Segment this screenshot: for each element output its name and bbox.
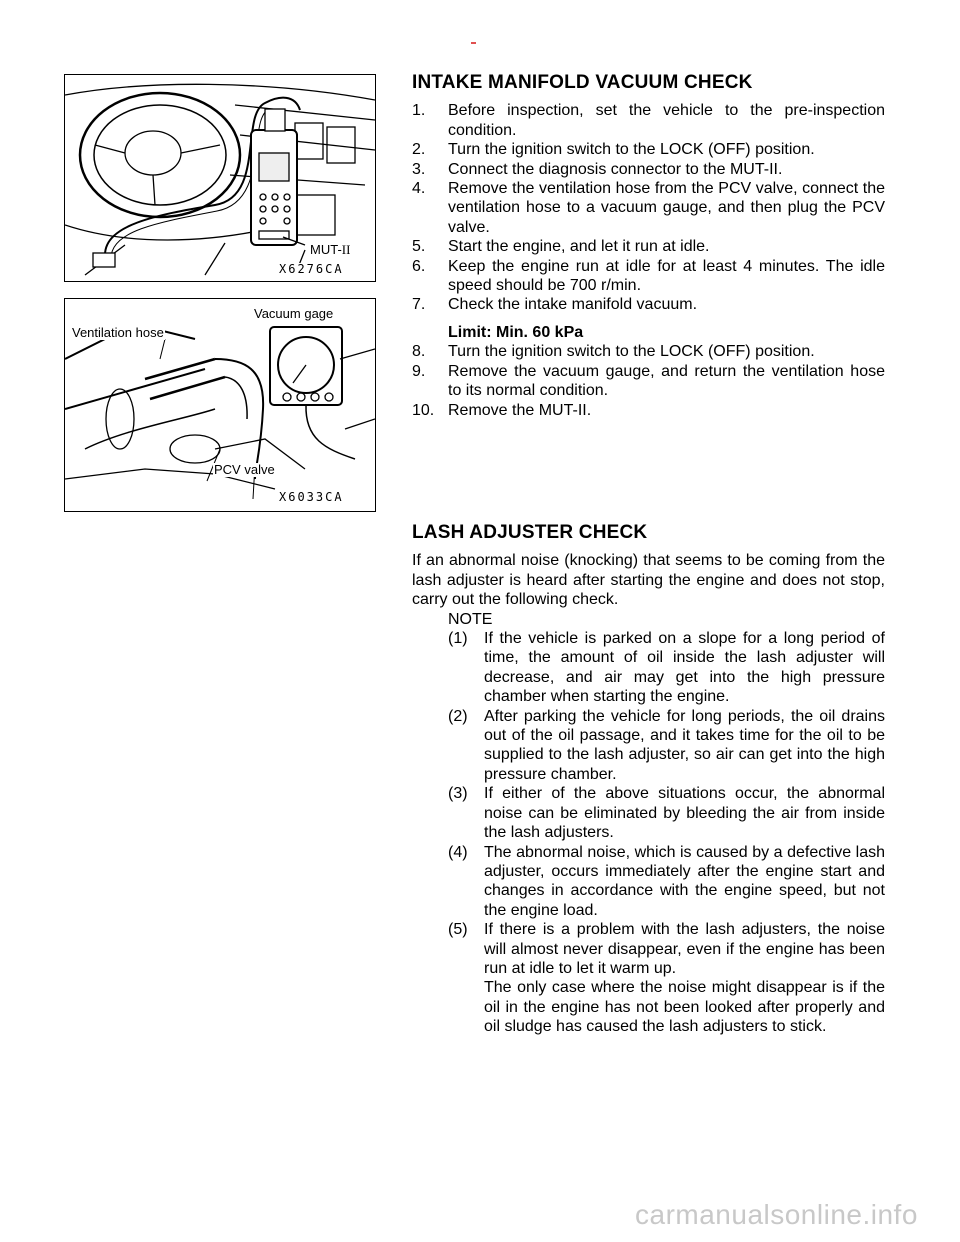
list-item: 2.Turn the ignition switch to the LOCK (… <box>412 141 815 159</box>
figure-label-vacuum: Vacuum gage <box>253 306 335 321</box>
list-item: 9.Remove the vacuum gauge, and return th… <box>412 362 885 400</box>
figure-label-tool: MUT-II <box>309 242 352 257</box>
lash-section: LASH ADJUSTER CHECK If an abnormal noise… <box>412 523 885 1037</box>
note-item: (5)If there is a problem with the lash a… <box>448 921 885 977</box>
intake-section: INTAKE MANIFOLD VACUUM CHECK 1.Before in… <box>412 73 885 420</box>
figure-code: X6276CA <box>279 262 344 276</box>
list-item: 6.Keep the engine run at idle for at lea… <box>412 257 885 295</box>
mut-connection-illustration <box>65 83 375 276</box>
section-heading: INTAKE MANIFOLD VACUUM CHECK <box>412 72 753 93</box>
watermark: carmanualsonline.info <box>635 1199 918 1230</box>
note-item: (3)If either of the above situations occ… <box>448 785 885 842</box>
note-item: (1)If the vehicle is parked on a slope f… <box>448 630 885 706</box>
list-item: 10.Remove the MUT-II. <box>412 401 592 419</box>
figure-code: X6033CA <box>279 490 344 504</box>
figure-label-pcv: PCV valve <box>213 462 276 477</box>
note-label: NOTE <box>448 610 493 628</box>
list-item: 8.Turn the ignition switch to the LOCK (… <box>412 343 815 361</box>
figure-label-hose: Ventilation hose <box>71 325 165 340</box>
list-item: 7.Check the intake manifold vacuum. <box>412 296 698 314</box>
header-mark <box>471 42 476 44</box>
note-item: (4)The abnormal noise, which is caused b… <box>448 843 885 919</box>
list-item: 1.Before inspection, set the vehicle to … <box>412 102 885 139</box>
figure-mut-connection: MUT-II X6276CA <box>64 74 376 282</box>
list-item: 4.Remove the ventilation hose from the P… <box>412 180 885 236</box>
section-heading: LASH ADJUSTER CHECK <box>412 522 648 543</box>
note-item: (2)After parking the vehicle for long pe… <box>448 707 885 783</box>
figure-vacuum-gauge: Vacuum gage Ventilation hose PCV valve X… <box>64 298 376 512</box>
intro-paragraph: If an abnormal noise (knocking) that see… <box>412 552 885 609</box>
limit-value: Limit: Min. 60 kPa <box>448 323 584 341</box>
list-item: 3.Connect the diagnosis connector to the… <box>412 160 783 178</box>
note-item-continuation: The only case where the noise might disa… <box>484 979 885 1036</box>
list-item: 5.Start the engine, and let it run at id… <box>412 238 710 256</box>
